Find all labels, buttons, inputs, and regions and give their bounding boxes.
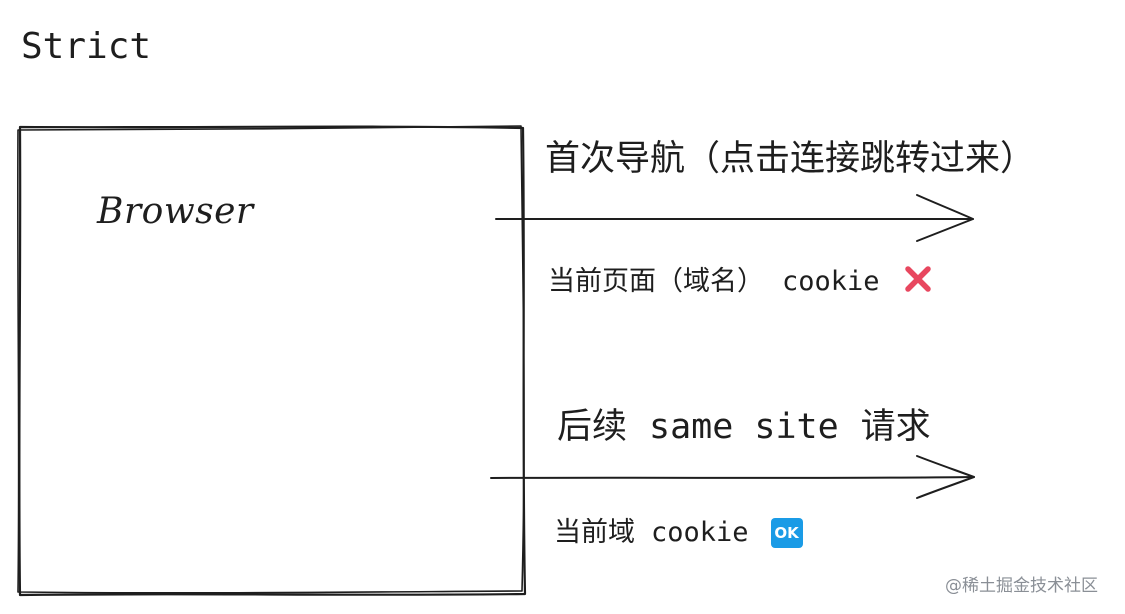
watermark: @稀土掘金技术社区 — [945, 576, 1098, 596]
mode-label: Strict — [21, 26, 152, 67]
followup-cookie-label: cookie — [651, 517, 749, 548]
followup-title-prefix: 后续 — [557, 407, 628, 447]
followup-scope: 当前域 — [554, 517, 635, 548]
browser-label: Browser — [97, 191, 254, 232]
cross-icon — [904, 266, 931, 292]
followup-request-arrow — [490, 455, 975, 499]
followup-title-code: same site — [649, 407, 839, 447]
first-navigation-arrow-shaft — [495, 217, 974, 221]
followup-request-title: 后续 same site 请求 — [557, 405, 931, 449]
first-navigation-title: 首次导航（点击连接跳转过来） — [545, 139, 1036, 179]
followup-request-arrow-head — [916, 455, 975, 499]
browser-box — [16, 125, 527, 597]
followup-request-arrow-shaft — [490, 476, 975, 479]
first-navigation-scope: 当前页面（域名） — [548, 266, 764, 297]
first-navigation-detail: 当前页面（域名） cookie — [548, 263, 934, 300]
first-navigation-arrow-head — [916, 194, 974, 242]
first-navigation-arrow — [495, 194, 974, 242]
first-navigation-cookie-label: cookie — [782, 266, 880, 297]
ok-badge: OK — [770, 518, 803, 548]
followup-title-suffix: 请求 — [860, 407, 931, 447]
followup-request-detail: 当前域 cookie OK — [554, 515, 803, 551]
